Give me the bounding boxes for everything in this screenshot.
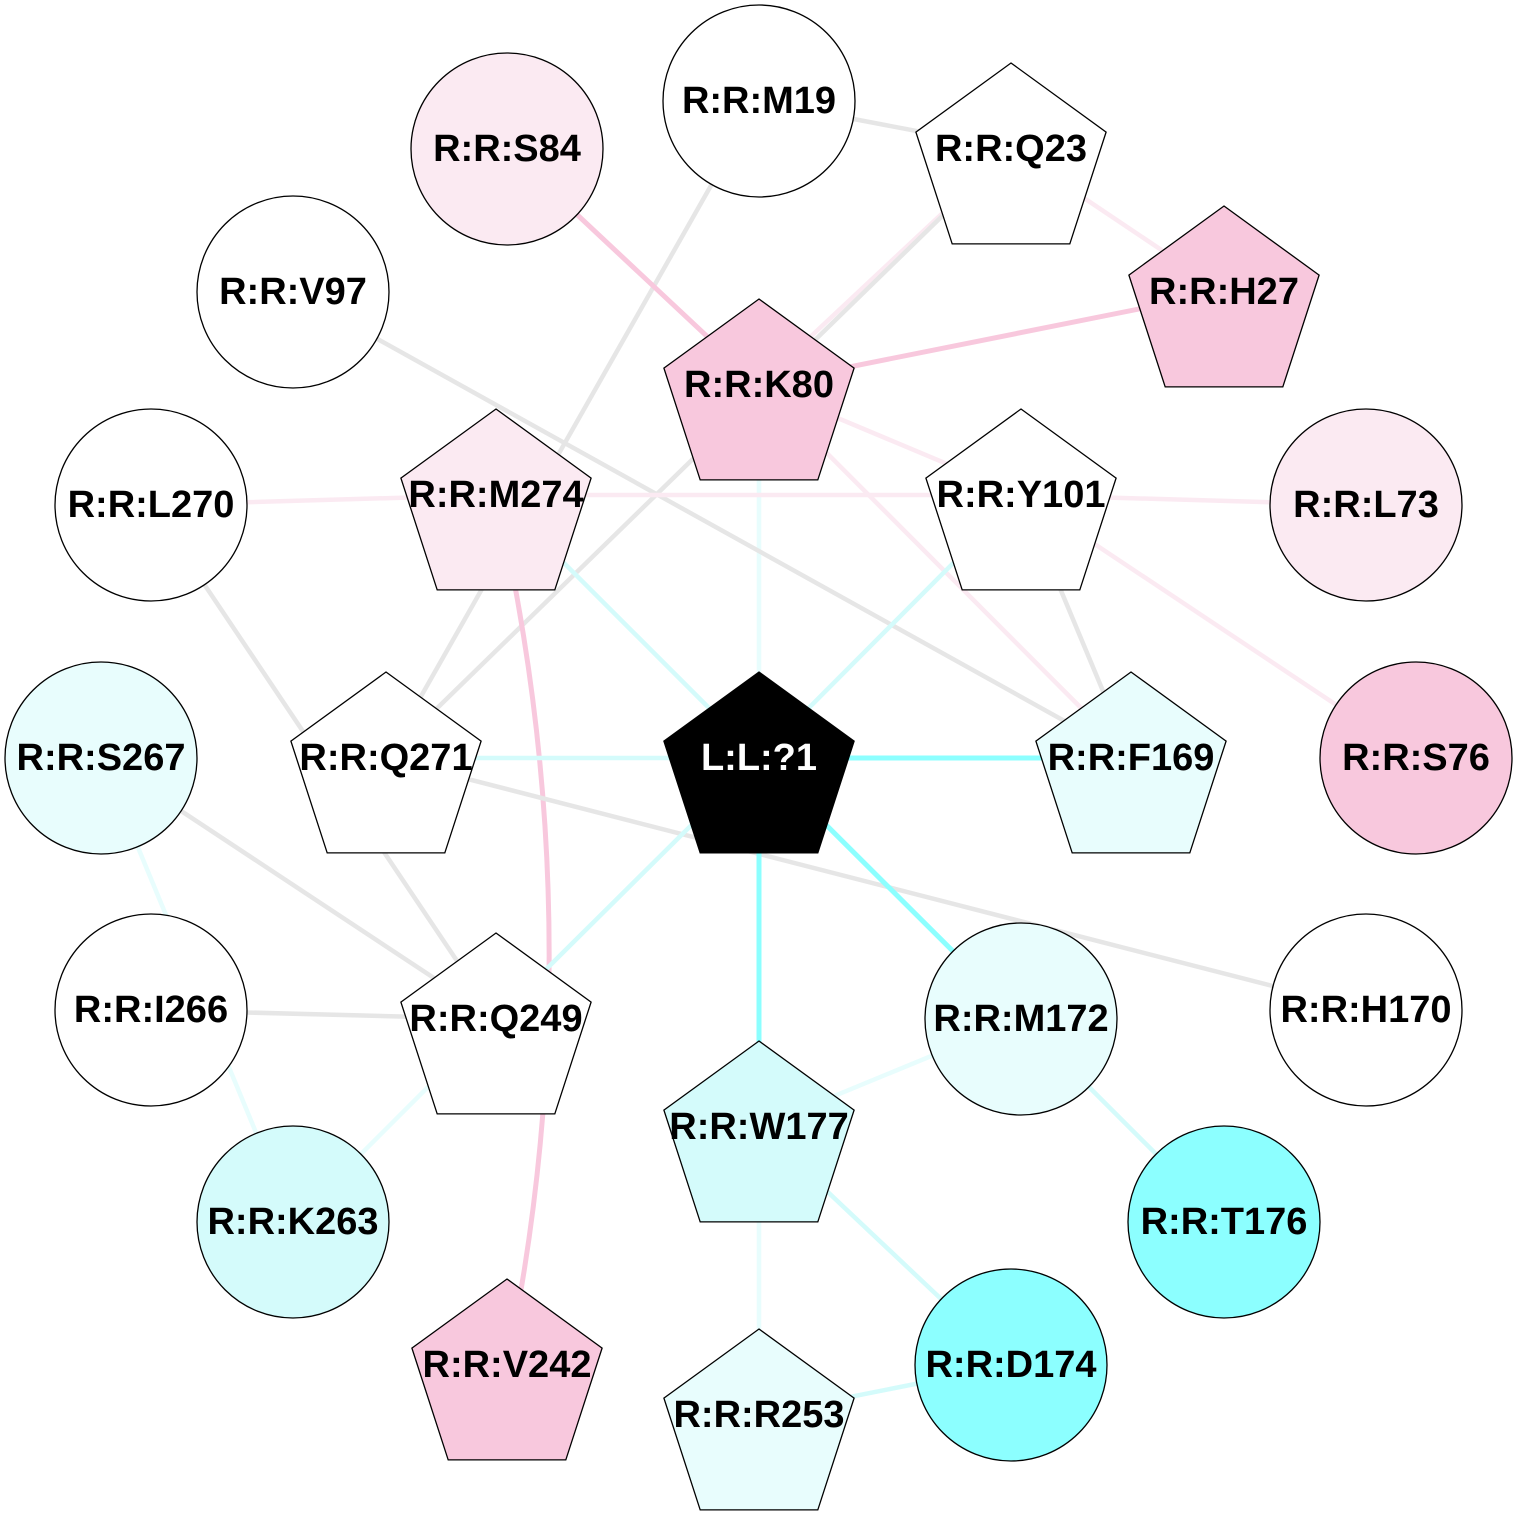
- node-label-r-r-y101: R:R:Y101: [937, 474, 1106, 516]
- node-shape-r-r-s267: [4, 661, 198, 855]
- edge-r-r-m274-r-r-v242: [493, 492, 552, 1368]
- node-label-r-r-h27: R:R:H27: [1149, 271, 1299, 313]
- node-shape-r-r-v97: [196, 195, 390, 389]
- node-label-l-l-1: L:L:?1: [701, 737, 817, 779]
- node-label-r-r-l270: R:R:L270: [68, 484, 235, 526]
- node-r-r-m19[interactable]: R:R:M19: [662, 4, 856, 198]
- node-label-r-r-s76: R:R:S76: [1342, 737, 1490, 779]
- node-shape-r-r-l73: [1269, 408, 1463, 602]
- node-label-r-r-v97: R:R:V97: [219, 271, 367, 313]
- node-shape-r-r-w177: [663, 1040, 855, 1223]
- node-label-r-r-w177: R:R:W177: [669, 1106, 848, 1148]
- node-shape-r-r-l270: [54, 408, 248, 602]
- node-r-r-v97[interactable]: R:R:V97: [196, 195, 390, 389]
- edge-r-r-v97-r-r-f169: [290, 289, 1134, 761]
- node-shape-l-l-1: [663, 671, 855, 854]
- node-r-r-q23[interactable]: R:R:Q23: [915, 62, 1107, 245]
- edge-r-r-m19-r-r-q271: [383, 98, 762, 761]
- node-shape-r-r-f169: [1035, 671, 1227, 854]
- node-shape-r-r-h170: [1269, 913, 1463, 1107]
- node-label-r-r-t176: R:R:T176: [1141, 1201, 1308, 1243]
- node-shape-r-r-m172: [924, 922, 1118, 1116]
- node-r-r-s84[interactable]: R:R:S84: [410, 52, 604, 246]
- node-label-r-r-s84: R:R:S84: [433, 128, 581, 170]
- node-label-r-r-m19: R:R:M19: [682, 80, 836, 122]
- node-r-r-s76[interactable]: R:R:S76: [1319, 661, 1513, 855]
- node-r-r-h27[interactable]: R:R:H27: [1128, 205, 1320, 388]
- node-r-r-v242[interactable]: R:R:V242: [411, 1278, 603, 1461]
- edge-r-r-q271-r-r-h170: [383, 755, 1369, 1013]
- node-r-r-s267[interactable]: R:R:S267: [4, 661, 198, 855]
- node-r-r-r253[interactable]: R:R:R253: [663, 1328, 855, 1511]
- node-label-r-r-q271: R:R:Q271: [299, 737, 472, 779]
- node-shape-r-r-i266: [54, 913, 248, 1107]
- node-label-r-r-d174: R:R:D174: [925, 1344, 1096, 1386]
- node-label-r-r-k80: R:R:K80: [684, 364, 834, 406]
- node-shape-r-r-h27: [1128, 205, 1320, 388]
- node-shape-r-r-s84: [410, 52, 604, 246]
- node-r-r-m274[interactable]: R:R:M274: [400, 408, 592, 591]
- node-r-r-y101[interactable]: R:R:Y101: [925, 408, 1117, 591]
- node-r-r-i266[interactable]: R:R:I266: [54, 913, 248, 1107]
- node-label-r-r-h170: R:R:H170: [1280, 989, 1451, 1031]
- node-r-r-q249[interactable]: R:R:Q249: [400, 932, 592, 1115]
- node-r-r-w177[interactable]: R:R:W177: [663, 1040, 855, 1223]
- node-shape-r-r-k263: [196, 1125, 390, 1319]
- node-shape-r-r-m274: [400, 408, 592, 591]
- node-shape-r-r-r253: [663, 1328, 855, 1511]
- node-label-r-r-s267: R:R:S267: [17, 737, 186, 779]
- node-r-r-l73[interactable]: R:R:L73: [1269, 408, 1463, 602]
- node-r-r-q271[interactable]: R:R:Q271: [290, 671, 482, 854]
- node-label-r-r-q249: R:R:Q249: [409, 998, 582, 1040]
- node-label-r-r-f169: R:R:F169: [1048, 737, 1215, 779]
- node-r-r-f169[interactable]: R:R:F169: [1035, 671, 1227, 854]
- node-l-l-1[interactable]: L:L:?1: [663, 671, 855, 854]
- node-label-r-r-q23: R:R:Q23: [935, 128, 1087, 170]
- node-r-r-h170[interactable]: R:R:H170: [1269, 913, 1463, 1107]
- node-label-r-r-m274: R:R:M274: [408, 474, 583, 516]
- node-shape-r-r-k80: [663, 298, 855, 481]
- node-shape-r-r-y101: [925, 408, 1117, 591]
- node-shape-r-r-t176: [1127, 1125, 1321, 1319]
- node-shape-r-r-q23: [915, 62, 1107, 245]
- node-shape-r-r-q271: [290, 671, 482, 854]
- node-r-r-l270[interactable]: R:R:L270: [54, 408, 248, 602]
- node-r-r-k263[interactable]: R:R:K263: [196, 1125, 390, 1319]
- node-shape-r-r-m19: [662, 4, 856, 198]
- node-label-r-r-v242: R:R:V242: [423, 1344, 592, 1386]
- node-r-r-d174[interactable]: R:R:D174: [914, 1268, 1108, 1462]
- node-label-r-r-i266: R:R:I266: [74, 989, 228, 1031]
- node-label-r-r-k263: R:R:K263: [207, 1201, 378, 1243]
- node-label-r-r-l73: R:R:L73: [1293, 484, 1439, 526]
- node-shape-r-r-q249: [400, 932, 592, 1115]
- node-r-r-m172[interactable]: R:R:M172: [924, 922, 1118, 1116]
- node-label-r-r-m172: R:R:M172: [933, 998, 1108, 1040]
- node-r-r-t176[interactable]: R:R:T176: [1127, 1125, 1321, 1319]
- node-shape-r-r-s76: [1319, 661, 1513, 855]
- node-shape-r-r-d174: [914, 1268, 1108, 1462]
- node-r-r-k80[interactable]: R:R:K80: [663, 298, 855, 481]
- node-label-r-r-r253: R:R:R253: [673, 1394, 844, 1436]
- node-shape-r-r-v242: [411, 1278, 603, 1461]
